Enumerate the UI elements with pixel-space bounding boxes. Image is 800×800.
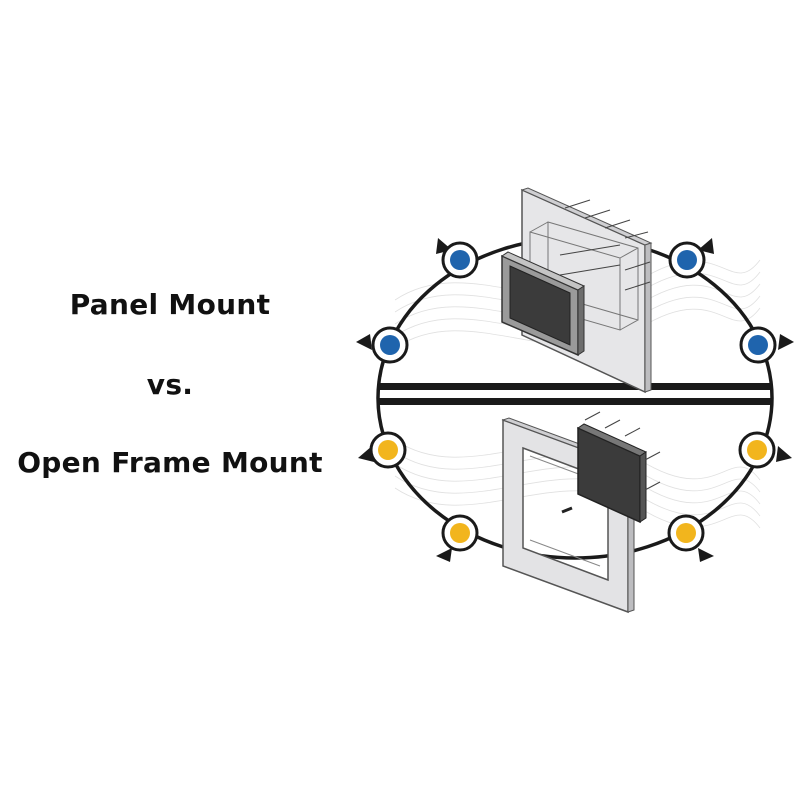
heading-panel-mount: Panel Mount xyxy=(69,288,271,321)
blue-dot-marker-icon xyxy=(371,241,777,364)
open-frame-display-icon xyxy=(501,411,661,614)
heading-vs: vs. xyxy=(146,368,194,401)
divider-bar-bottom xyxy=(378,398,772,405)
heading-open-frame-mount: Open Frame Mount xyxy=(17,446,323,479)
yellow-dot-marker-icon xyxy=(369,431,776,552)
panel-mount-display-icon xyxy=(500,187,653,394)
divider-bar-top xyxy=(378,383,772,390)
